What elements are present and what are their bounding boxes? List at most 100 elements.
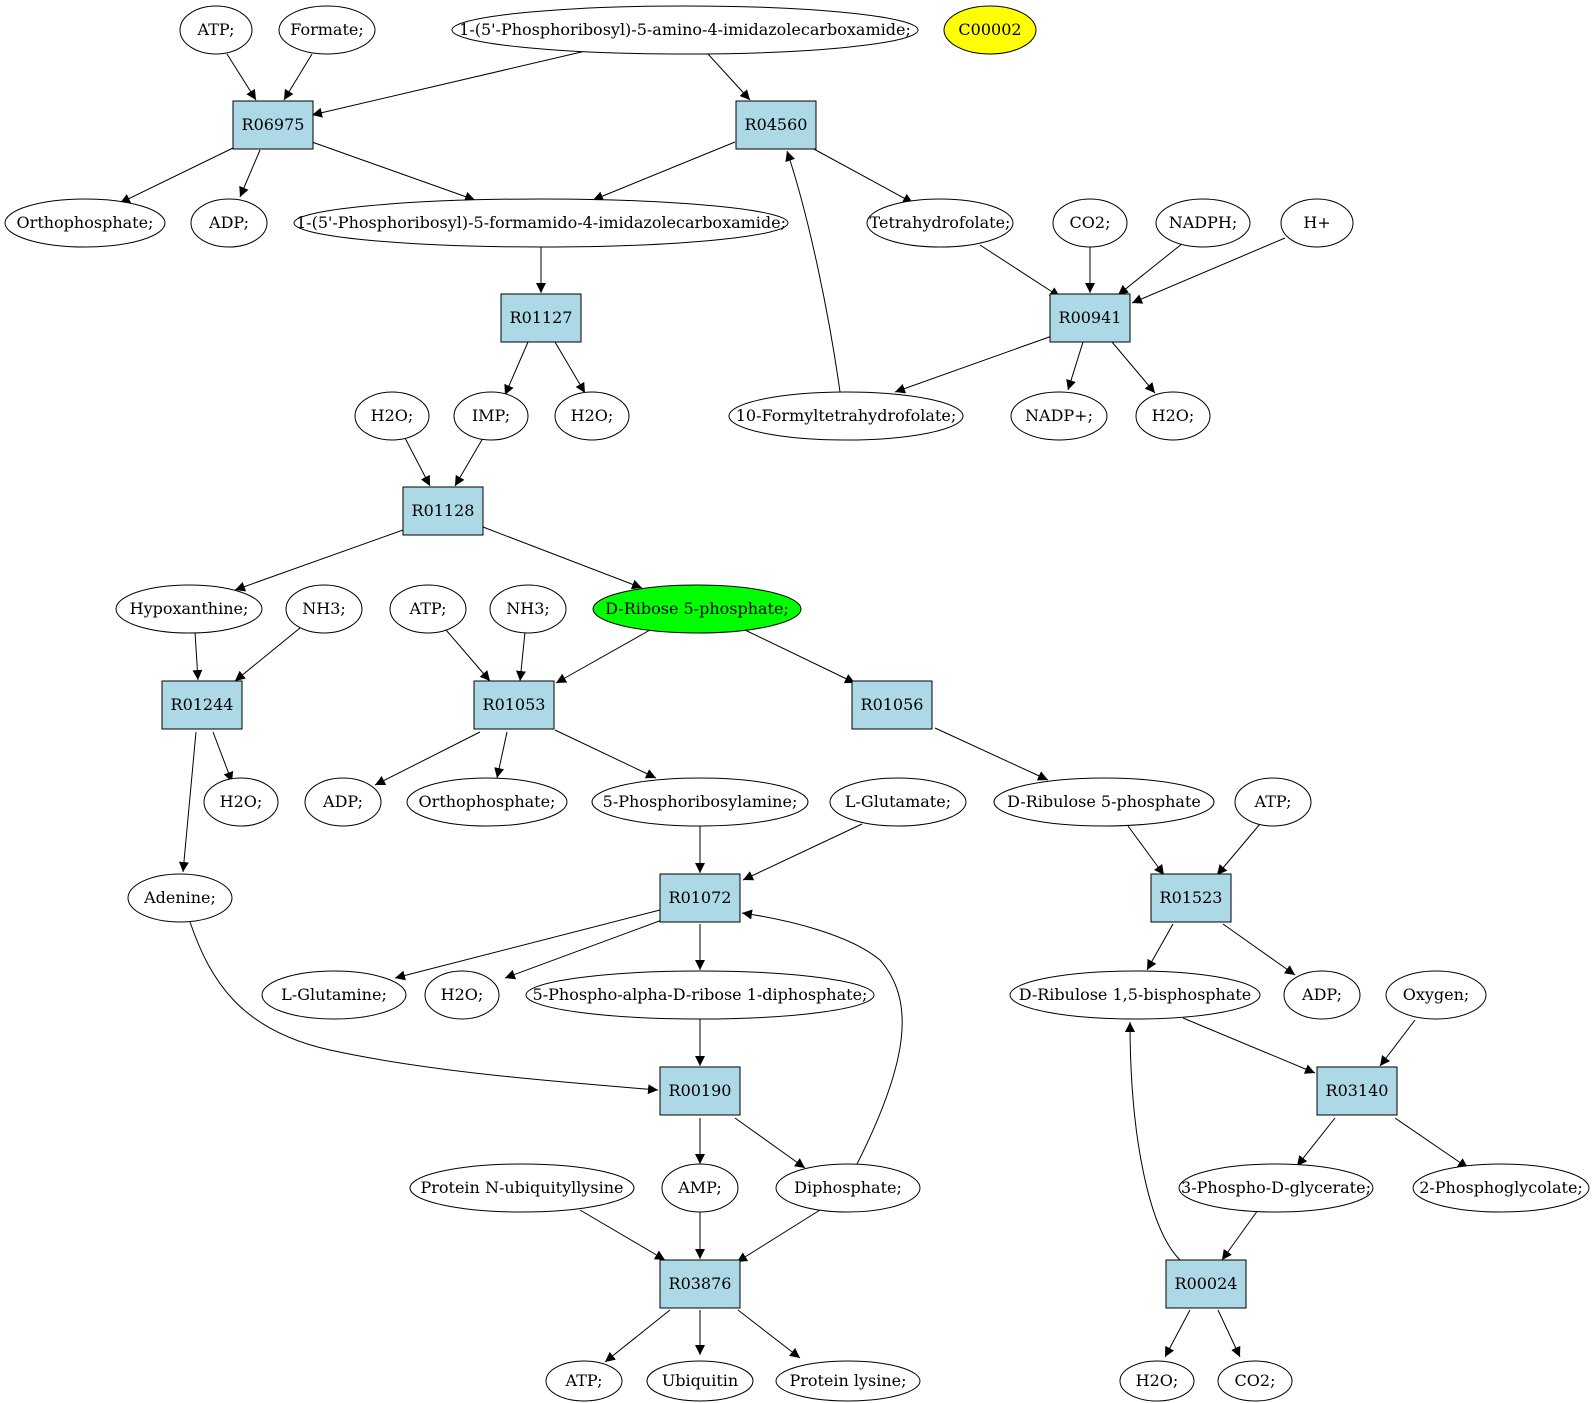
node-label: H2O;: [371, 406, 414, 425]
node-co2[interactable]: CO2;: [1052, 198, 1128, 248]
node-r03140[interactable]: R03140: [1316, 1066, 1398, 1116]
node-adp[interactable]: ADP;: [1283, 970, 1361, 1020]
node-r01072[interactable]: R01072: [659, 873, 741, 923]
edge-nadph-r00941: [1117, 242, 1184, 296]
node-oxygen[interactable]: Oxygen;: [1385, 970, 1487, 1020]
node-label: H2O;: [441, 985, 484, 1004]
node-label: Tetrahydrofolate;: [870, 213, 1011, 232]
edge-aicar-r04560: [707, 53, 751, 101]
node-r01128[interactable]: R01128: [402, 486, 484, 536]
node-faicar[interactable]: 1-(5'-Phosphoribosyl)-5-formamido-4-imid…: [293, 198, 789, 248]
edge-formate-r06975: [283, 53, 313, 101]
node-protein-lysine[interactable]: Protein lysine;: [775, 1360, 921, 1402]
node-label: NADP+;: [1025, 406, 1093, 425]
node-ubiquitin[interactable]: Ubiquitin: [646, 1360, 754, 1402]
edge-r00190-diphosphate: [734, 1117, 806, 1169]
node-nadp[interactable]: NADP+;: [1010, 391, 1108, 441]
node-label: NH3;: [506, 599, 550, 618]
node-formate[interactable]: Formate;: [278, 5, 376, 55]
node-r01053[interactable]: R01053: [473, 680, 555, 730]
node-label: 10-Formyltetrahydrofolate;: [736, 406, 956, 425]
node-h2o[interactable]: H2O;: [203, 777, 279, 827]
node-h2o[interactable]: H2O;: [424, 970, 500, 1020]
node-label: Orthophosphate;: [419, 792, 556, 811]
node-prpp[interactable]: 5-Phospho-alpha-D-ribose 1-diphosphate;: [525, 970, 875, 1020]
node-10-formyltetrahydrofolate[interactable]: 10-Formyltetrahydrofolate;: [728, 391, 964, 441]
node-tetrahydrofolate[interactable]: Tetrahydrofolate;: [866, 198, 1014, 248]
node-r01127[interactable]: R01127: [500, 293, 582, 343]
node-c00002[interactable]: C00002: [943, 5, 1037, 55]
node-atp[interactable]: ATP;: [1234, 777, 1312, 827]
node-2-phosphoglycolate[interactable]: 2-Phosphoglycolate;: [1412, 1163, 1590, 1213]
node-adp[interactable]: ADP;: [190, 198, 268, 248]
node-nh3[interactable]: NH3;: [489, 584, 567, 634]
node-diphosphate[interactable]: Diphosphate;: [775, 1163, 921, 1213]
node-h2o[interactable]: H2O;: [1119, 1360, 1195, 1402]
edge-atp-r06975: [226, 53, 257, 101]
edge-r06975-adp: [239, 149, 261, 198]
node-5-phosphoribosylamine[interactable]: 5-Phosphoribosylamine;: [591, 777, 809, 827]
edge-r5p-r01053: [555, 629, 651, 684]
edge-r01053-orthophosphate: [494, 731, 508, 779]
node-r00190[interactable]: R00190: [659, 1066, 741, 1116]
node-hplus[interactable]: H+: [1280, 198, 1354, 248]
node-label: ADP;: [208, 213, 249, 232]
node-label: Protein N-ubiquityllysine: [420, 1178, 623, 1197]
node-d-ribulose-5-phosphate[interactable]: D-Ribulose 5-phosphate: [993, 777, 1215, 827]
node-l-glutamate[interactable]: L-Glutamate;: [829, 777, 967, 827]
node-d-ribulose-1-5-bisphosphate[interactable]: D-Ribulose 1,5-bisphosphate: [1009, 970, 1261, 1020]
node-r01056[interactable]: R01056: [851, 680, 933, 730]
node-label: R00190: [669, 1081, 732, 1100]
node-r01244[interactable]: R01244: [161, 680, 243, 730]
node-r00024[interactable]: R00024: [1165, 1259, 1247, 1309]
edge-formylthf-r04560: [785, 150, 841, 393]
node-nh3[interactable]: NH3;: [285, 584, 363, 634]
node-co2[interactable]: CO2;: [1217, 1360, 1293, 1402]
node-imp[interactable]: IMP;: [453, 391, 529, 441]
edge-r01244-h2o: [212, 731, 234, 783]
node-label: Diphosphate;: [794, 1178, 902, 1197]
node-h2o[interactable]: H2O;: [554, 391, 630, 441]
node-atp[interactable]: ATP;: [179, 5, 253, 55]
edge-r04560-faicar: [592, 141, 736, 201]
node-label: ATP;: [409, 599, 447, 618]
node-label: 2-Phosphoglycolate;: [1419, 1178, 1583, 1197]
node-r01523[interactable]: R01523: [1150, 873, 1232, 923]
node-adenine[interactable]: Adenine;: [127, 873, 233, 923]
edge-r01523-adp: [1222, 923, 1296, 976]
edge-glutamate-r01072: [742, 823, 863, 881]
node-h2o[interactable]: H2O;: [1135, 391, 1211, 441]
node-atp[interactable]: ATP;: [389, 584, 467, 634]
node-label: H+: [1303, 213, 1330, 232]
edge-h2o-r01128: [404, 437, 431, 487]
node-label: R00024: [1175, 1274, 1238, 1293]
edge-r01127-h2o: [554, 341, 586, 394]
node-3-phospho-d-glycerate[interactable]: 3-Phospho-D-glycerate;: [1178, 1163, 1374, 1213]
edge-thf-r00941: [979, 244, 1061, 298]
node-l-glutamine[interactable]: L-Glutamine;: [261, 970, 407, 1020]
node-adp[interactable]: ADP;: [304, 777, 382, 827]
node-hypoxanthine[interactable]: Hypoxanthine;: [115, 584, 263, 634]
node-orthophosphate[interactable]: Orthophosphate;: [406, 777, 568, 827]
node-label: R01072: [669, 888, 732, 907]
node-amp[interactable]: AMP;: [661, 1163, 739, 1213]
node-nadph[interactable]: NADPH;: [1155, 198, 1251, 248]
node-r06975[interactable]: R06975: [232, 100, 314, 150]
edge-r01128-hypoxanthine: [234, 529, 404, 592]
node-h2o[interactable]: H2O;: [354, 391, 430, 441]
node-r03876[interactable]: R03876: [659, 1259, 741, 1309]
node-aicar[interactable]: 1-(5'-Phosphoribosyl)-5-amino-4-imidazol…: [451, 5, 919, 55]
node-label: R03876: [669, 1274, 732, 1293]
node-r00941[interactable]: R00941: [1049, 293, 1131, 343]
edge-r06975-faicar: [311, 141, 476, 202]
node-label: 5-Phospho-alpha-D-ribose 1-diphosphate;: [533, 985, 868, 1004]
node-atp[interactable]: ATP;: [545, 1360, 623, 1402]
edge-nh3-r01244: [234, 627, 301, 682]
node-label: ADP;: [322, 792, 363, 811]
node-protein-n-ubiquityllysine[interactable]: Protein N-ubiquityllysine: [409, 1163, 635, 1213]
node-d-ribose-5-phosphate[interactable]: D-Ribose 5-phosphate;: [592, 584, 802, 634]
node-orthophosphate[interactable]: Orthophosphate;: [4, 198, 166, 248]
node-r04560[interactable]: R04560: [735, 100, 817, 150]
node-label: R06975: [242, 115, 305, 134]
node-label: R01523: [1160, 888, 1223, 907]
